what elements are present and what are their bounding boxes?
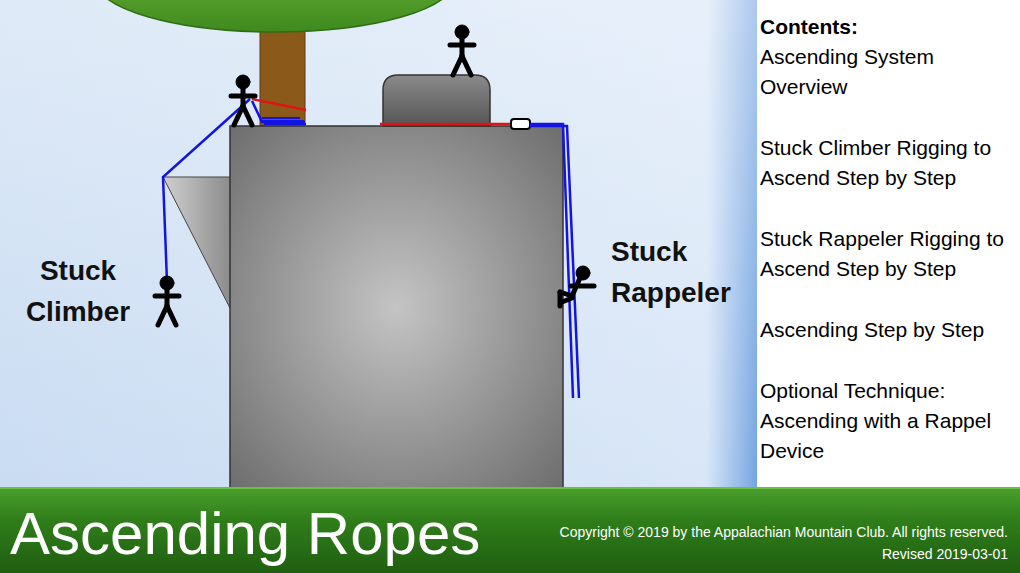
figure-label: Stuck Rappeler [611, 231, 751, 313]
contents-item: Optional Technique: Ascending with a Rap… [760, 376, 1010, 466]
figure-label: Stuck Climber [18, 250, 138, 332]
contents-item: Stuck Climber Rigging to Ascend Step by … [760, 133, 1010, 193]
slide-title: Ascending Ropes [10, 496, 480, 572]
contents-panel: Contents:Ascending System OverviewStuck … [757, 0, 1020, 487]
contents-item: Stuck Rappeler Rigging to Ascend Step by… [760, 224, 1010, 284]
contents-item: Ascending System Overview [760, 42, 1010, 102]
contents-heading: Contents: [760, 12, 1010, 42]
revision-note: Revised 2019-03-01 [882, 545, 1008, 563]
copyright-note: Copyright © 2019 by the Appalachian Moun… [560, 523, 1008, 541]
contents-item: Ascending Step by Step [760, 315, 1010, 345]
